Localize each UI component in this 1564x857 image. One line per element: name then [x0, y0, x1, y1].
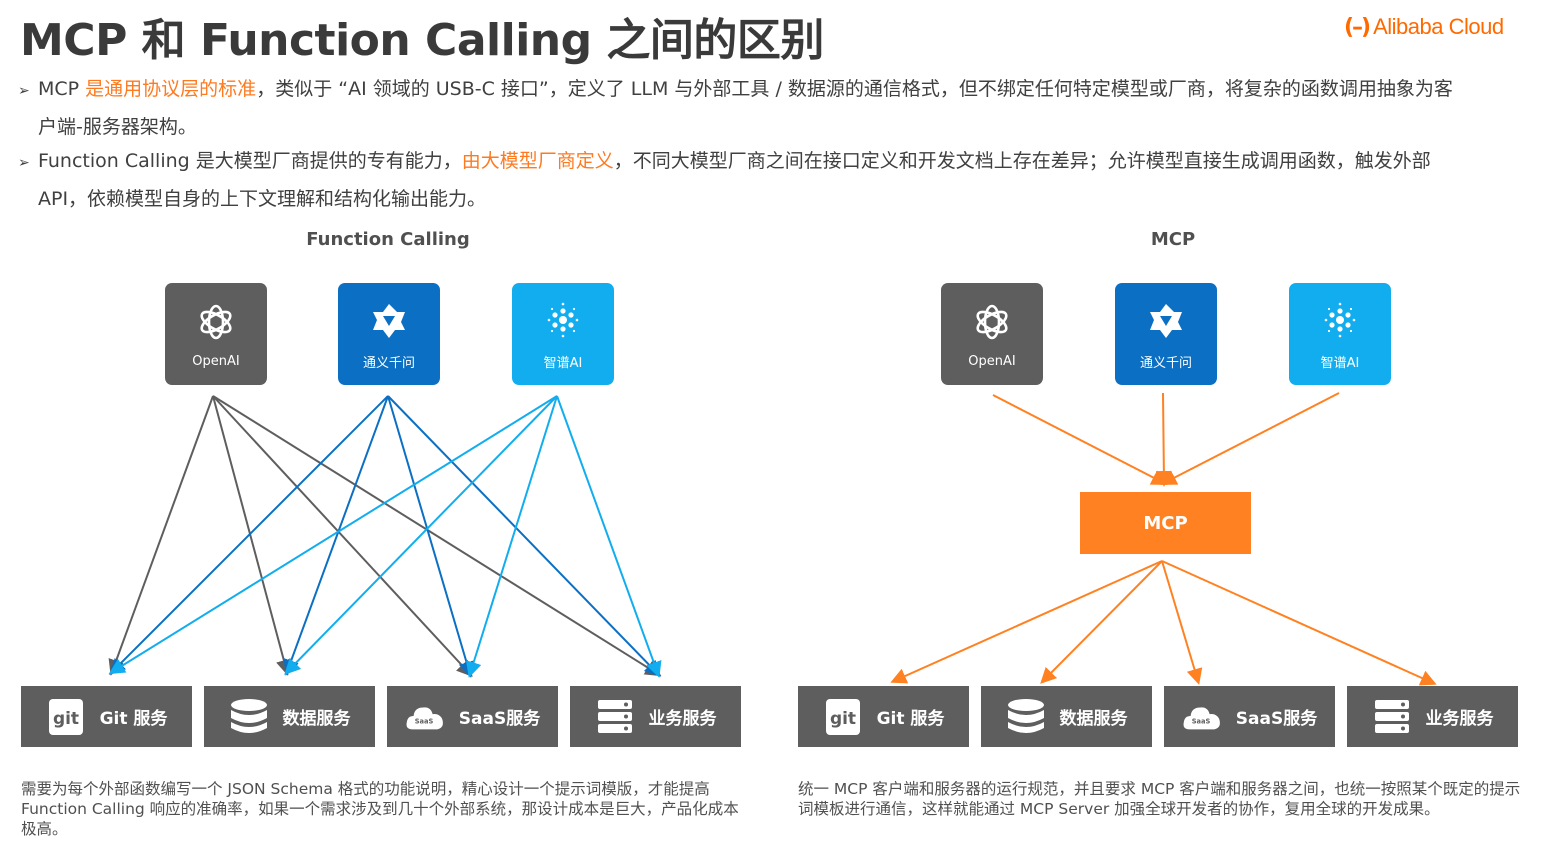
mcp-description: 统一 MCP 客户端和服务器的运行规范，并且要求 MCP 客户端和服务器之间，也…: [798, 780, 1521, 818]
mcp-connector-OpenAI-to-hub: [992, 394, 1168, 485]
fc-connector-通义千问-to-Git 服务: [109, 395, 389, 675]
fc-connector-通义千问-to-SaaS服务: [387, 395, 475, 678]
mcp-service-saas: SaaS SaaS服务: [1164, 686, 1335, 747]
qwen-icon: [1150, 303, 1182, 338]
bullet-highlight: 由大模型厂商定义: [461, 150, 614, 172]
fc-service-data: 数据服务: [204, 686, 375, 747]
fc-service-saas: SaaS SaaS服务: [387, 686, 558, 747]
svg-text:SaaS: SaaS: [1192, 717, 1211, 725]
function-calling-title: Function Calling: [306, 229, 470, 250]
svg-text:git: git: [830, 709, 856, 729]
fc-connector-通义千问-to-数据服务: [283, 395, 389, 676]
mcp-connector-hub-to-SaaS服务: [1161, 560, 1203, 685]
model-label: OpenAI: [192, 353, 240, 369]
alibaba-cloud-logo: (–) Alibaba Cloud: [1344, 14, 1504, 40]
mcp-connector-智谱AI-to-hub: [1160, 392, 1340, 485]
fc-connector-OpenAI-to-业务服务: [212, 395, 662, 677]
service-label: 数据服务: [282, 709, 351, 729]
git-icon: git: [823, 697, 863, 737]
mcp-title: MCP: [1150, 229, 1196, 250]
bullet-highlight: 是通用协议层的标准: [85, 78, 257, 100]
mcp-connector-hub-to-Git 服务: [890, 560, 1163, 684]
bullet-mcp: ➢ MCP 是通用协议层的标准，类似于 “AI 领域的 USB-C 接口”，定义了…: [18, 71, 1548, 145]
database-icon: [1006, 697, 1046, 737]
fc-service-git: git Git 服务: [21, 686, 192, 747]
fc-connector-通义千问-to-业务服务: [387, 395, 661, 677]
bullet-continuation: API，依赖模型自身的上下文理解和结构化输出能力。: [38, 188, 487, 210]
fc-connector-OpenAI-to-SaaS服务: [212, 395, 473, 677]
fc-service-business: 业务服务: [570, 686, 741, 747]
server-icon: [1372, 697, 1412, 737]
service-label: SaaS服务: [458, 709, 541, 729]
service-label: Git 服务: [99, 709, 168, 729]
saas-cloud-icon: SaaS: [1182, 697, 1222, 737]
mcp-model-zhipu: 智谱AI: [1289, 283, 1391, 385]
fc-connector-OpenAI-to-Git 服务: [108, 395, 214, 676]
model-label: 智谱AI: [1320, 355, 1360, 371]
bullet-text: ，不同大模型厂商之间在接口定义和开发文档上存在差异；允许模型直接生成调用函数，触…: [613, 150, 1431, 172]
page-title: MCP 和 Function Calling 之间的区别: [20, 15, 824, 66]
bullet-continuation: 户端-服务器架构。: [38, 116, 197, 138]
model-label: 通义千问: [362, 355, 415, 371]
fc-connector-智谱AI-to-Git 服务: [108, 395, 558, 675]
service-label: 数据服务: [1059, 709, 1128, 729]
mcp-service-data: 数据服务: [981, 686, 1152, 747]
openai-icon: [976, 304, 1008, 339]
service-label: 业务服务: [648, 709, 717, 729]
mcp-model-openai: OpenAI: [941, 283, 1043, 385]
fc-model-openai: OpenAI: [165, 283, 267, 385]
service-label: Git 服务: [876, 709, 945, 729]
zhipu-icon: [547, 302, 579, 337]
model-label: OpenAI: [968, 353, 1016, 369]
zhipu-icon: [1324, 302, 1356, 337]
model-label: 智谱AI: [543, 355, 583, 371]
mcp-connector-hub-to-数据服务: [1040, 560, 1163, 684]
service-label: 业务服务: [1425, 709, 1494, 729]
model-label: 通义千问: [1139, 355, 1192, 371]
bullet-text: ，类似于 “AI 领域的 USB-C 接口”，定义了 LLM 与外部工具 / 数…: [256, 78, 1453, 100]
fc-model-qwen: 通义千问: [338, 283, 440, 385]
svg-text:SaaS: SaaS: [415, 717, 434, 725]
bullet-arrow-icon: ➢: [18, 155, 30, 171]
mcp-service-business: 业务服务: [1347, 686, 1518, 747]
mcp-hub: MCP: [1080, 492, 1251, 554]
mcp-model-qwen: 通义千问: [1115, 283, 1217, 385]
bullet-function-calling: ➢ Function Calling 是大模型厂商提供的专有能力，由大模型厂商定义…: [18, 143, 1548, 217]
svg-text:git: git: [53, 709, 79, 729]
mcp-connector-通义千问-to-hub: [1155, 392, 1172, 487]
service-label: SaaS服务: [1235, 709, 1318, 729]
fc-connector-智谱AI-to-SaaS服务: [465, 395, 558, 678]
fc-connector-智谱AI-to-数据服务: [284, 395, 558, 675]
openai-icon: [200, 304, 232, 339]
bullet-text: Function Calling 是大模型厂商提供的专有能力，: [38, 150, 462, 172]
fc-model-zhipu: 智谱AI: [512, 283, 614, 385]
database-icon: [229, 697, 269, 737]
mcp-service-git: git Git 服务: [798, 686, 969, 747]
server-icon: [595, 697, 635, 737]
qwen-icon: [373, 303, 405, 338]
git-icon: git: [46, 697, 86, 737]
fc-connector-智谱AI-to-业务服务: [556, 395, 662, 678]
function-calling-description: 需要为每个外部函数编写一个 JSON Schema 格式的功能说明，精心设计一个…: [21, 780, 739, 838]
saas-cloud-icon: SaaS: [405, 697, 445, 737]
bullet-arrow-icon: ➢: [18, 83, 30, 99]
bullet-text: MCP: [38, 78, 86, 100]
alibaba-cloud-mark-icon: (–): [1344, 14, 1371, 40]
mcp-connector-hub-to-业务服务: [1161, 560, 1437, 686]
logo-text: Alibaba Cloud: [1373, 14, 1504, 39]
